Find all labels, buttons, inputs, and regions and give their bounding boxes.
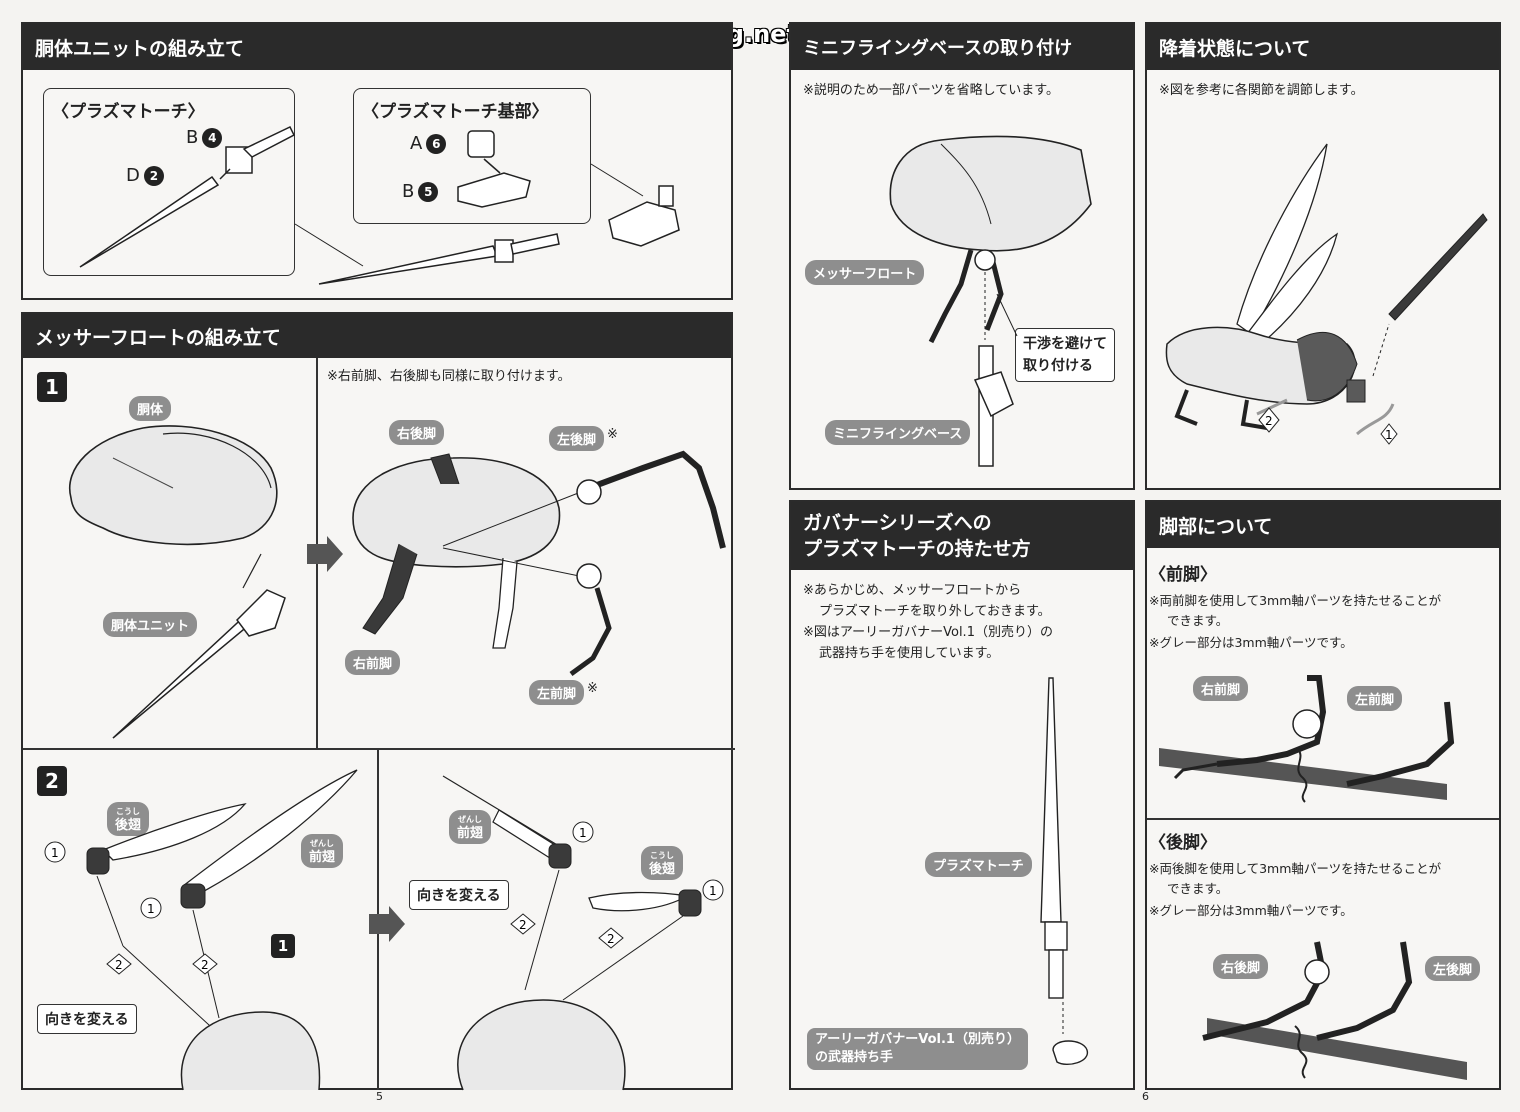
label-left-rear-leg: 左後脚 [549, 426, 605, 451]
svg-text:1: 1 [709, 884, 717, 898]
label-right-front-leg: 右前脚 [345, 650, 401, 675]
plasma-torch-box-title: 〈プラズマトーチ〉 [52, 102, 205, 122]
label-right-rear-leg: 右後脚 [389, 420, 445, 445]
torch-illustration [79, 126, 295, 268]
landing-title: 降着状態について [1147, 24, 1499, 70]
label-messer-float: メッサーフロート [805, 260, 925, 285]
left-rear-mark: ※ [607, 427, 618, 442]
step2-c1a: 1 [51, 846, 59, 860]
governor-note-1: ※あらかじめ、メッサーフロートから [803, 583, 1022, 598]
torch-base-illustration [457, 130, 531, 208]
front-legs-note-2: できます。 [1167, 613, 1229, 628]
torch-base-box-title: 〈プラズマトーチ基部〉 [362, 102, 549, 122]
label-left-front-leg: 左前脚 [529, 680, 585, 705]
governor-note-4: 武器持ち手を使用しています。 [819, 646, 1000, 661]
landing-panel: 降着状態について ※図を参考に各関節を調節します。 1 2 [1145, 22, 1501, 490]
label-front-wing: ぜんし 前翅 [301, 834, 344, 868]
rear-legs-note-1: ※両後脚を使用して3mm軸パーツを持たせることが [1149, 861, 1442, 876]
label-left-front: 左前脚 [1347, 686, 1403, 711]
mini-base-note: ※説明のため一部パーツを省略しています。 [803, 83, 1059, 98]
governor-note-3: ※図はアーリーガバナーVol.1（別売り）の [803, 625, 1053, 640]
torso-assembly-illustration [294, 163, 680, 285]
messer-title: メッサーフロートの組み立て [23, 314, 731, 358]
turn-label-1: 向きを変える [37, 1004, 137, 1034]
rear-legs-note-3: ※グレー部分は3mm軸パーツです。 [1149, 903, 1353, 918]
front-legs-illustration [1159, 675, 1455, 803]
label-mini-flying-base: ミニフライングベース [825, 420, 971, 445]
legs-panel: 脚部について 〈前脚〉 ※両前脚を使用して3mm軸パーツを持たせることが できま… [1145, 500, 1501, 1090]
front-legs-title: 〈前脚〉 [1149, 565, 1217, 585]
svg-text:1: 1 [579, 826, 587, 840]
step-1-number: 1 [37, 372, 67, 402]
svg-text:2: 2 [607, 932, 615, 946]
step2-c2a: 2 [115, 958, 123, 972]
label-left-rear: 左後脚 [1425, 956, 1481, 981]
landing-c2: 2 [1265, 414, 1273, 428]
landing-c1: 1 [1385, 428, 1393, 442]
step-1-illustration [68, 425, 726, 739]
label-rear-wing-2: こうし 後翅 [641, 846, 684, 880]
label-right-front: 右前脚 [1193, 676, 1249, 701]
ref-step-1: 1 [271, 934, 295, 958]
front-legs-note-1: ※両前脚を使用して3mm軸パーツを持たせることが [1149, 593, 1442, 608]
messer-panel: メッサーフロートの組み立て 1 ※右前脚、右後脚も同様に取り付けます。 胴体 胴… [21, 312, 735, 1091]
legs-title: 脚部について [1147, 502, 1499, 548]
page-number-right: 6 [1142, 1090, 1149, 1103]
governor-illustration [1040, 677, 1088, 1066]
rear-legs-title: 〈後脚〉 [1149, 833, 1217, 853]
mini-base-illustration [889, 135, 1092, 467]
legs-divider [1147, 818, 1499, 820]
mini-base-panel: ミニフライングベースの取り付け ※説明のため一部パーツを省略しています。 メッサ… [789, 22, 1135, 490]
label-plasma-torch: プラズマトーチ [925, 852, 1032, 877]
governor-title: ガバナーシリーズへの プラズマトーチの持たせ方 [791, 502, 1133, 570]
step-2-illustration: 1 1 2 2 1 1 2 2 [44, 769, 724, 1091]
landing-illustration: 1 2 [1165, 143, 1488, 445]
rear-legs-illustration [1202, 941, 1467, 1080]
rear-legs-note-2: できます。 [1167, 881, 1229, 896]
label-torso-unit: 胴体ユニット [103, 612, 198, 637]
label-weapon-hand: アーリーガバナーVol.1（別売り） の武器持ち手 [807, 1028, 1028, 1070]
svg-text:2: 2 [519, 918, 527, 932]
turn-label-2: 向きを変える [409, 880, 509, 910]
step2-c2b: 2 [201, 958, 209, 972]
step-1-note: ※右前脚、右後脚も同様に取り付けます。 [327, 369, 571, 384]
mini-base-title: ミニフライングベースの取り付け [791, 24, 1133, 70]
step-2-number: 2 [37, 766, 67, 796]
label-front-wing-2: ぜんし 前翅 [449, 810, 492, 844]
avoid-interference-callout: 干渉を避けて 取り付ける [1015, 328, 1115, 382]
governor-note-2: プラズマトーチを取り外しておきます。 [819, 604, 1051, 619]
governor-panel: ガバナーシリーズへの プラズマトーチの持たせ方 ※あらかじめ、メッサーフロートか… [789, 500, 1135, 1090]
label-right-rear: 右後脚 [1213, 954, 1269, 979]
step2-c1b: 1 [147, 902, 155, 916]
front-legs-note-3: ※グレー部分は3mm軸パーツです。 [1149, 635, 1353, 650]
page-number-left: 5 [376, 1090, 383, 1103]
left-front-mark: ※ [587, 681, 598, 696]
label-body: 胴体 [129, 396, 172, 421]
label-rear-wing: こうし 後翅 [107, 802, 150, 836]
step-2-divider-top [23, 748, 735, 750]
torso-title: 胴体ユニットの組み立て [23, 24, 731, 70]
landing-note: ※図を参考に各関節を調節します。 [1159, 83, 1364, 98]
